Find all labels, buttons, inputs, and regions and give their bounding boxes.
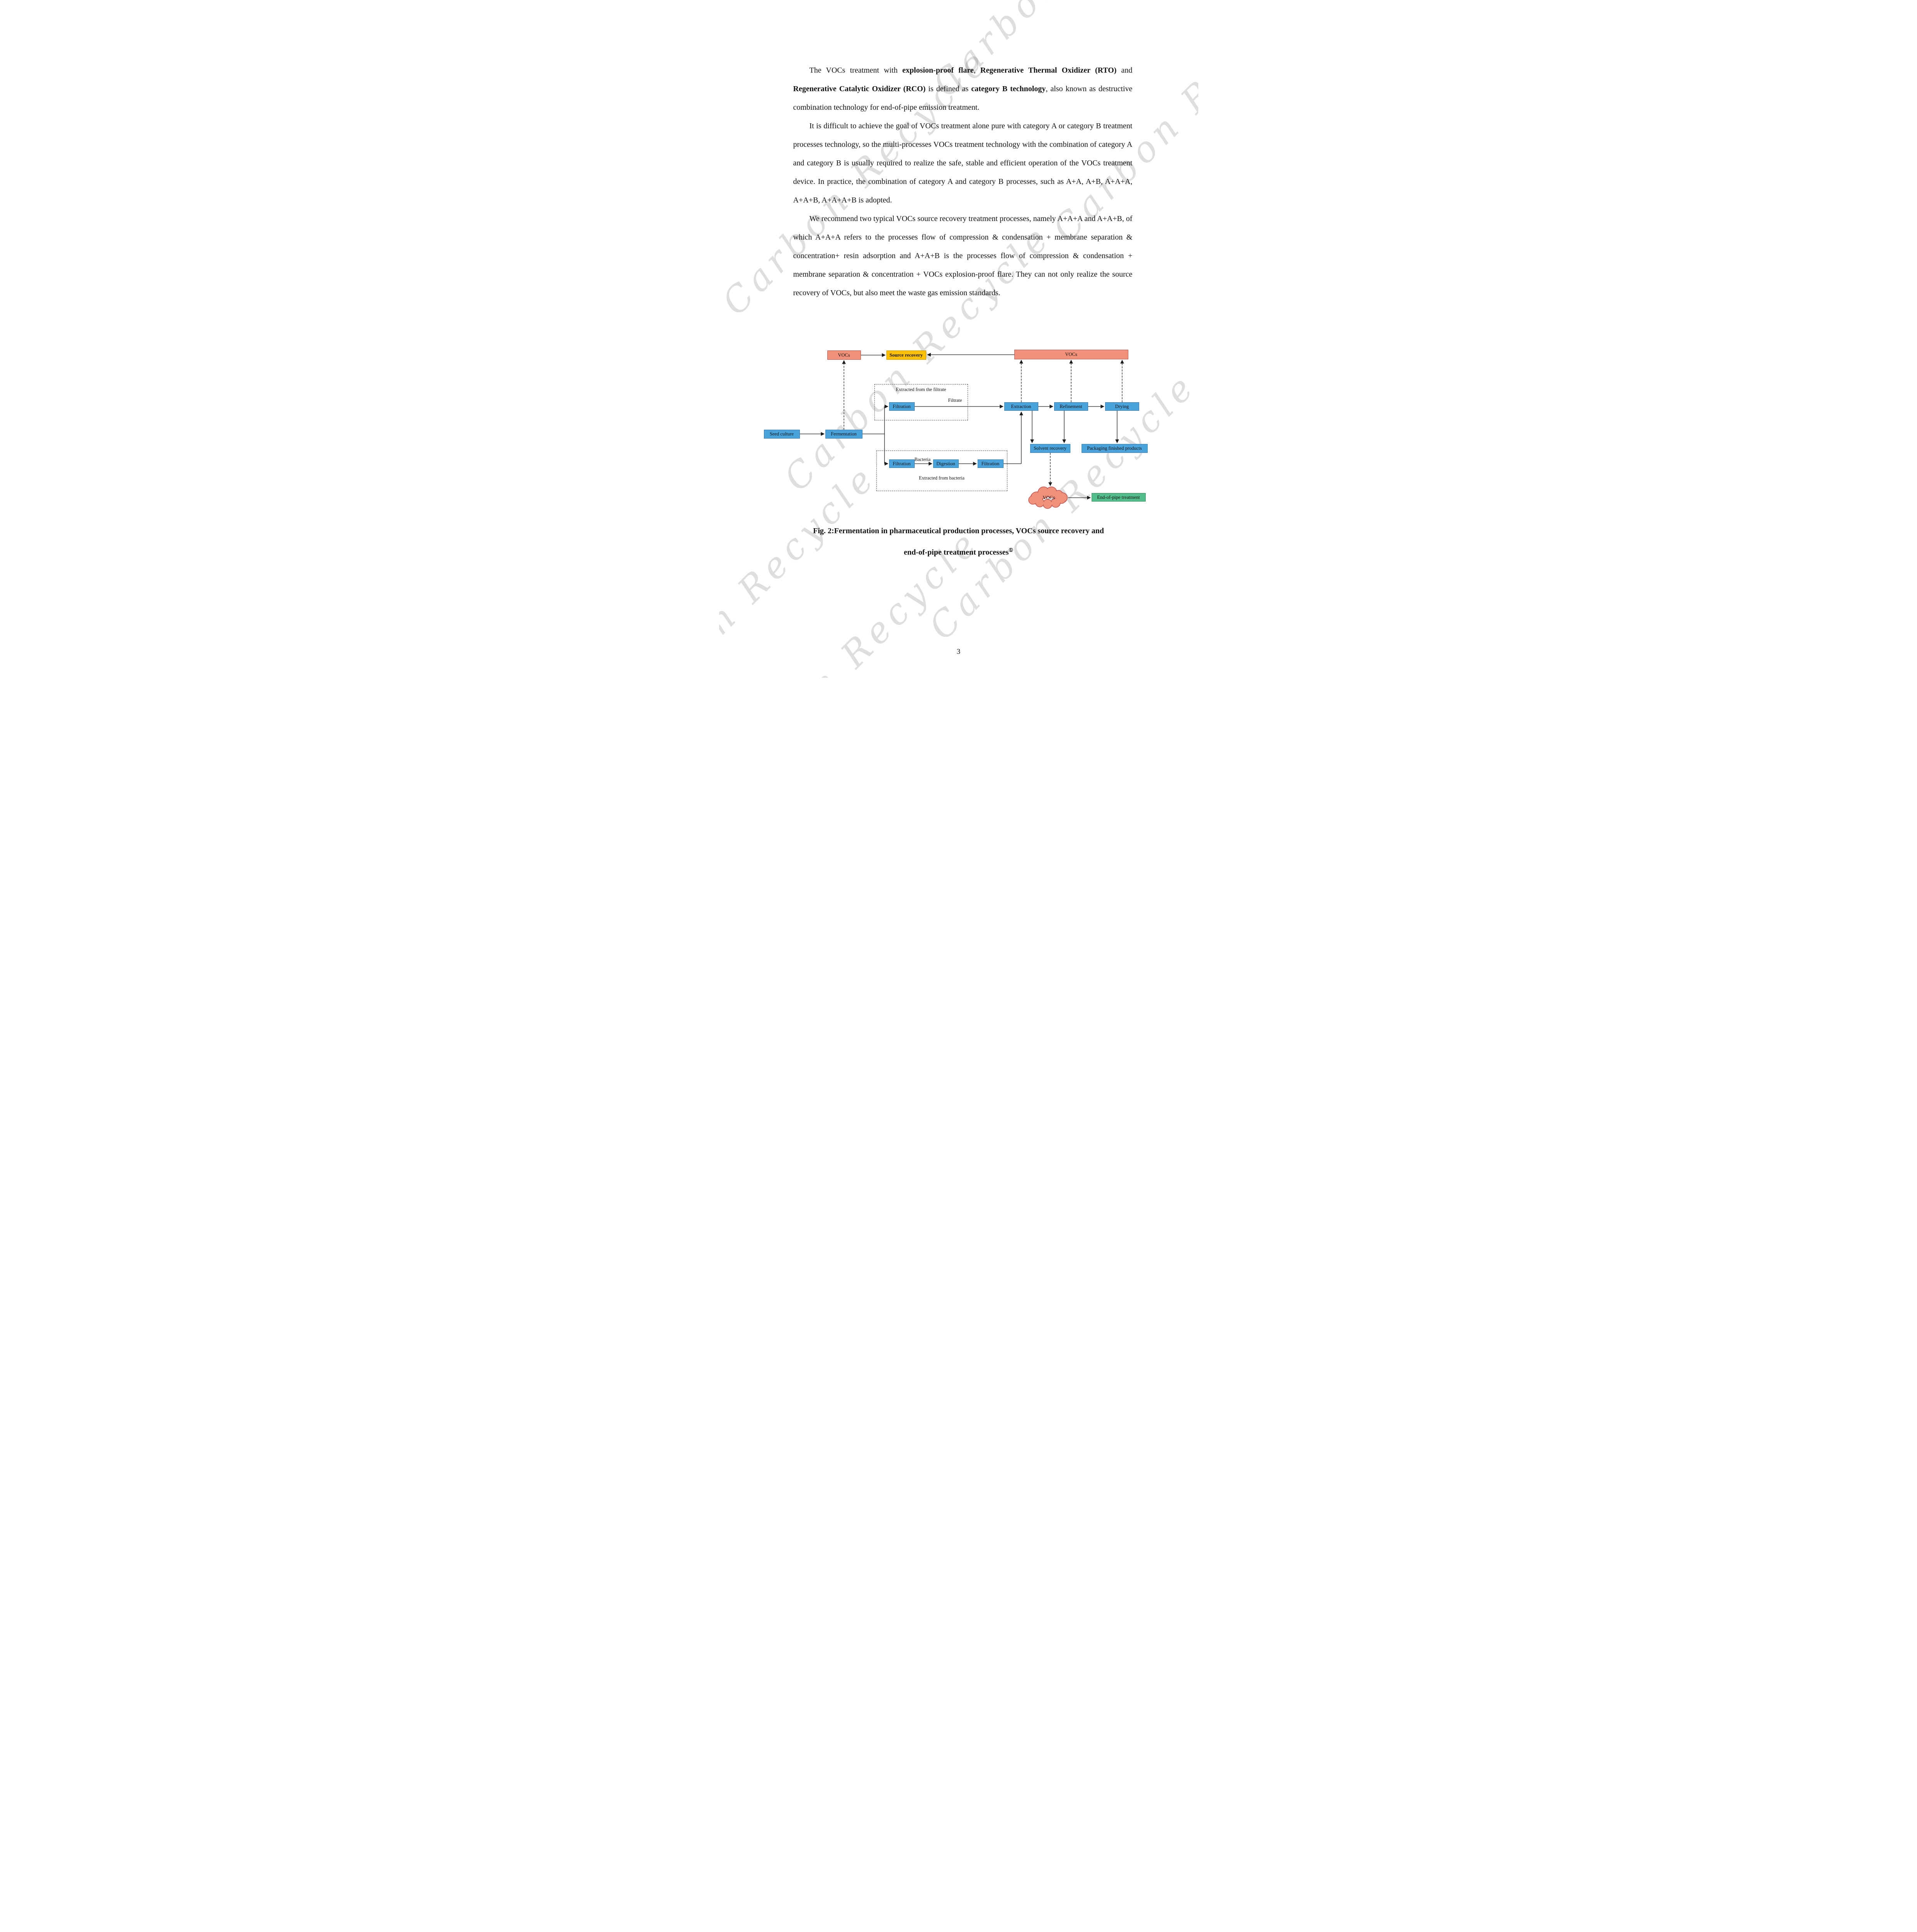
node-packaging: Packaging finished products [1081, 444, 1148, 453]
node-solvent-recovery: Solvent recovery [1030, 444, 1070, 453]
label-bacteria: Bacteria [914, 457, 931, 462]
node-filtration-bottom-1: Filtration [889, 459, 915, 468]
diagram-connectors: VOCs [799, 353, 1124, 509]
node-drying: Drying [1105, 402, 1139, 411]
node-seed-culture: Seed culture [764, 430, 800, 439]
node-digestion: Digestion [933, 459, 959, 468]
p1-bold-category-b: category B technology [971, 85, 1046, 93]
node-vocs-left: VOCs [827, 350, 861, 360]
node-vocs-top: VOCs [1014, 350, 1128, 359]
label-filtrate: Filtrate [948, 398, 962, 403]
node-fermentation: Fermentation [825, 430, 862, 439]
document-page: Carbon Recycle Carbon Recycle Carbon Rec… [719, 0, 1198, 678]
p1-bold-rco: Regenerative Catalytic Oxidizer (RCO) [793, 85, 926, 93]
node-refinement: Refinement [1054, 402, 1088, 411]
p1-bold-explosion-proof-flare: explosion-proof flare [902, 66, 974, 75]
node-filtration-bottom-2: Filtration [977, 459, 1004, 468]
paragraph-3: We recommend two typical VOCs source rec… [793, 214, 1133, 297]
bacteria-dashed-region [876, 451, 1007, 491]
node-end-of-pipe: End-of-pipe treatment [1091, 493, 1146, 502]
label-extracted-from-bacteria: Extracted from bacteria [919, 475, 964, 481]
label-extracted-from-filtrate: Extracted from the filtrate [896, 387, 946, 392]
figure-diagram: VOCs Extracted from the filtrate Filtrat… [719, 348, 1198, 518]
figure-caption: Fig. 2:Fermentation in pharmaceutical pr… [719, 522, 1198, 562]
figure-caption-line2: end-of-pipe treatment processes① [903, 547, 1014, 557]
node-extraction: Extraction [1004, 402, 1038, 411]
node-filtration-top: Filtration [889, 402, 915, 411]
filtrate-dashed-region [874, 384, 968, 420]
figure-caption-line1: Fig. 2:Fermentation in pharmaceutical pr… [813, 527, 1104, 535]
vocs-cloud: VOCs [1028, 486, 1068, 509]
caption-footnote-mark: ① [1009, 547, 1014, 553]
paragraph-2: It is difficult to achieve the goal of V… [793, 122, 1133, 204]
p1-text: The VOCs treatment with [809, 66, 903, 75]
node-vocs-cloud-label: VOCs [1043, 495, 1055, 500]
p1-bold-rto: Regenerative Thermal Oxidizer (RTO) [980, 66, 1117, 75]
node-source-recovery: Source recovery [886, 350, 926, 360]
body-text: The VOCs treatment with explosion-proof … [793, 61, 1133, 302]
page-number: 3 [956, 648, 961, 656]
paragraph-1: The VOCs treatment with explosion-proof … [793, 66, 1133, 112]
